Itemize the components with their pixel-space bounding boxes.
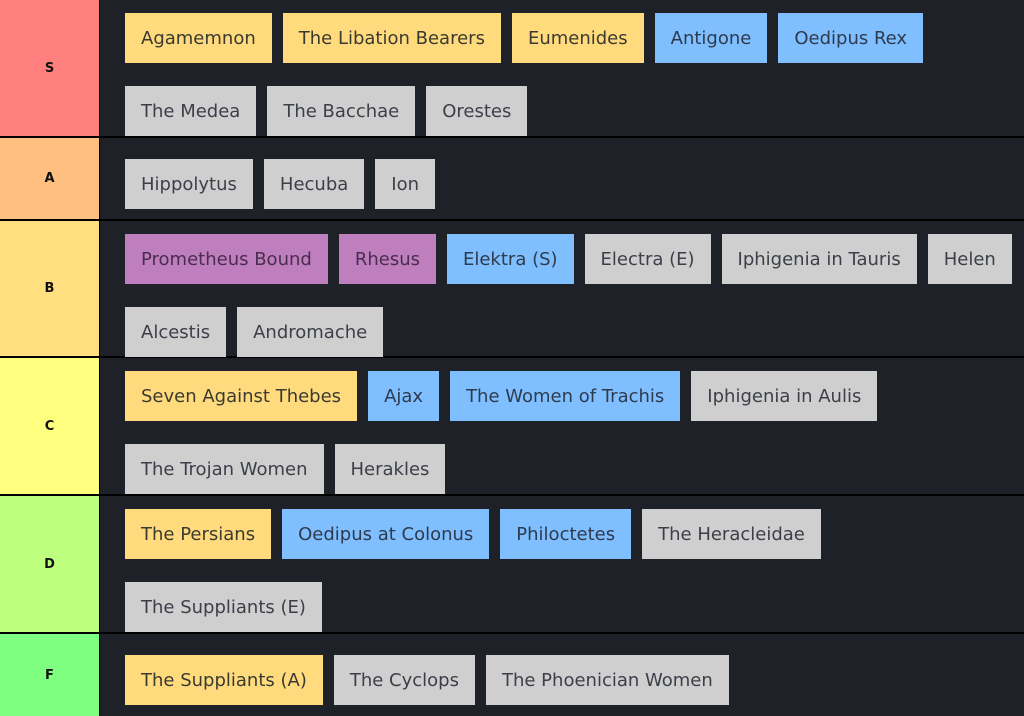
tier-item[interactable]: Ajax [368,371,440,421]
tier-row-s: S Agamemnon The Libation Bearers Eumenid… [0,0,1024,138]
tier-item[interactable]: Herakles [334,444,446,494]
tier-label-s[interactable]: S [0,0,100,136]
tier-item[interactable]: The Cyclops [333,655,475,705]
tier-item[interactable]: Helen [927,234,1012,284]
tier-item[interactable]: Eumenides [511,13,644,63]
tier-item[interactable]: Agamemnon [125,13,272,63]
tier-item[interactable]: Iphigenia in Tauris [721,234,917,284]
tier-items-d[interactable]: The Persians Oedipus at Colonus Philocte… [100,496,1024,632]
tier-item[interactable]: Elektra (S) [446,234,574,284]
tier-label-b[interactable]: B [0,221,100,356]
tier-item[interactable]: Iphigenia in Aulis [691,371,878,421]
tier-item[interactable]: Oedipus at Colonus [282,509,490,559]
tier-items-f[interactable]: The Suppliants (A) The Cyclops The Phoen… [100,634,1024,716]
tier-item[interactable]: Hecuba [263,159,365,209]
tier-row-f: F The Suppliants (A) The Cyclops The Pho… [0,634,1024,716]
tier-label-f[interactable]: F [0,634,100,716]
tier-item[interactable]: The Suppliants (A) [125,655,323,705]
tier-item[interactable]: The Medea [125,86,257,136]
tier-item[interactable]: Alcestis [125,307,227,357]
tier-item[interactable]: The Libation Bearers [282,13,501,63]
tier-label-d[interactable]: D [0,496,100,632]
tier-item[interactable]: Electra (E) [584,234,711,284]
tier-item[interactable]: Ion [375,159,436,209]
tier-items-a[interactable]: Hippolytus Hecuba Ion [100,138,1024,219]
tier-row-d: D The Persians Oedipus at Colonus Philoc… [0,496,1024,634]
tier-item[interactable]: The Suppliants (E) [125,582,322,632]
tier-row-a: A Hippolytus Hecuba Ion [0,138,1024,221]
tier-item[interactable]: The Bacchae [267,86,416,136]
tier-item[interactable]: Philoctetes [500,509,632,559]
tier-item[interactable]: The Trojan Women [125,444,324,494]
tier-item[interactable]: Hippolytus [125,159,253,209]
tier-item[interactable]: The Phoenician Women [485,655,729,705]
tier-items-s[interactable]: Agamemnon The Libation Bearers Eumenides… [100,0,1024,136]
tier-item[interactable]: The Heracleidae [642,509,821,559]
tier-item[interactable]: Antigone [654,13,768,63]
tier-item[interactable]: The Persians [125,509,272,559]
tier-item[interactable]: Orestes [426,86,528,136]
tier-item[interactable]: Andromache [237,307,384,357]
tier-label-a[interactable]: A [0,138,100,219]
tier-items-c[interactable]: Seven Against Thebes Ajax The Women of T… [100,358,1024,494]
tier-items-b[interactable]: Prometheus Bound Rhesus Elektra (S) Elec… [100,221,1024,357]
tier-item[interactable]: Oedipus Rex [778,13,924,63]
tier-item[interactable]: Rhesus [338,234,436,284]
tier-row-c: C Seven Against Thebes Ajax The Women of… [0,358,1024,496]
tier-row-b: B Prometheus Bound Rhesus Elektra (S) El… [0,221,1024,358]
tier-item[interactable]: Prometheus Bound [125,234,328,284]
tier-label-c[interactable]: C [0,358,100,494]
tier-item[interactable]: Seven Against Thebes [125,371,358,421]
tier-item[interactable]: The Women of Trachis [450,371,681,421]
